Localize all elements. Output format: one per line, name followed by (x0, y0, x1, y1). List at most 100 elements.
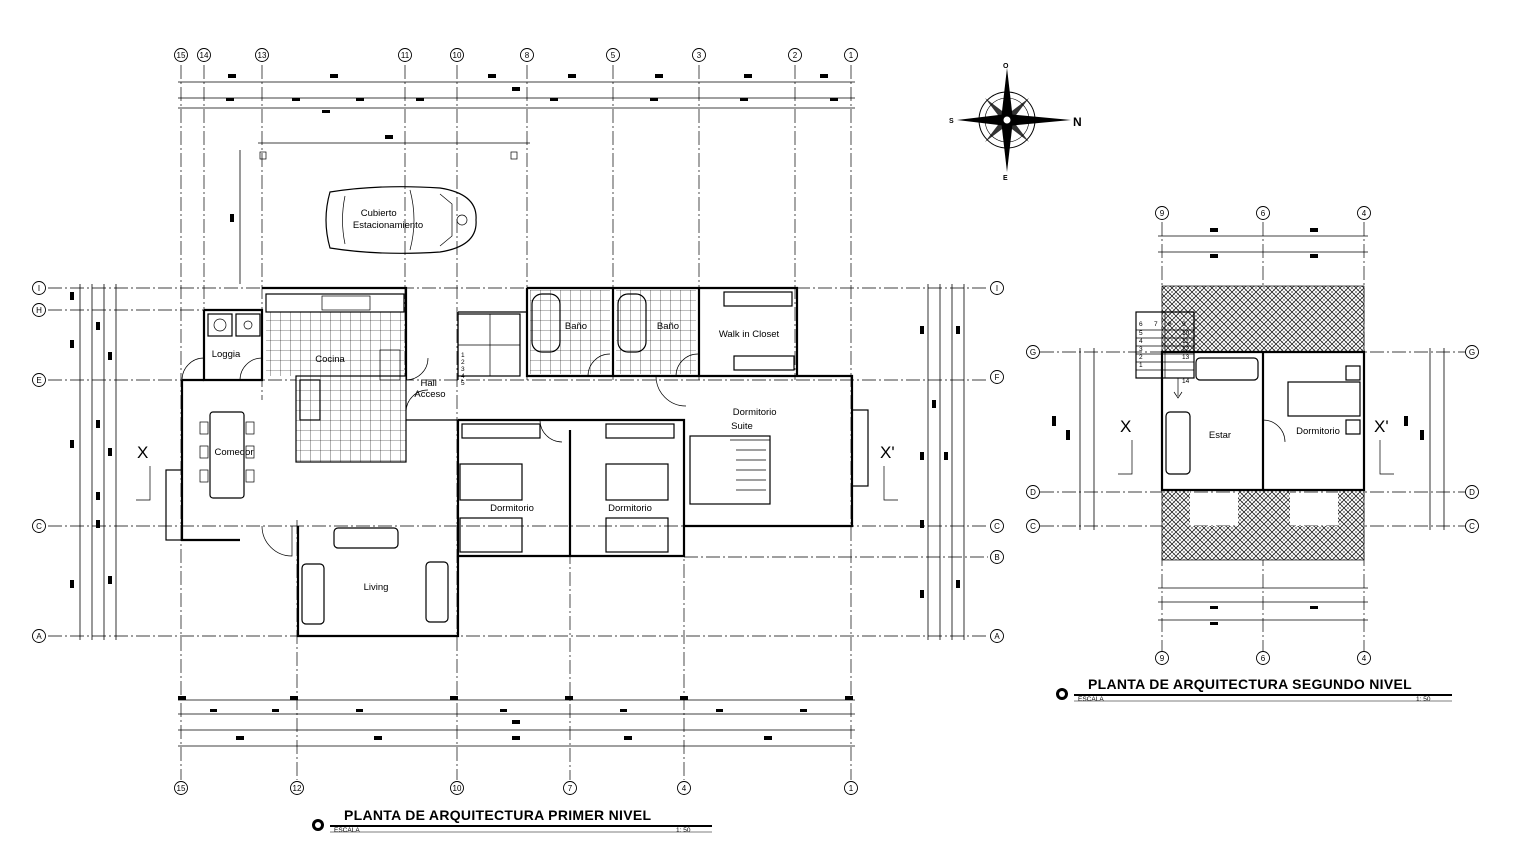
stove-icon (379, 349, 401, 381)
axis-bubble-label: C (1469, 522, 1475, 531)
sofa-icon (425, 561, 449, 623)
stair-step-number: 14 (1182, 378, 1190, 385)
axis-bubble-label: C (994, 522, 1000, 531)
axis-bubble: 10 (450, 48, 464, 62)
stair-step-number: 7 (1154, 321, 1158, 328)
stair-step-number: 4 (1139, 338, 1143, 345)
axis-bubble: G (1465, 345, 1479, 359)
sofa-icon (1165, 411, 1191, 475)
parking-area: Cubierto Estacionamiento (230, 150, 518, 284)
axis-bubble: 11 (398, 48, 412, 62)
washer-icon (207, 313, 233, 337)
axis-bubble-label: 4 (682, 784, 687, 793)
stair-step-number: 13 (1182, 354, 1190, 361)
scale-value: 1: 50 (676, 827, 691, 834)
room-label-estar: Estar (1209, 430, 1231, 441)
axis-bubble: 5 (606, 48, 620, 62)
stair-step-number: 10 (1182, 330, 1190, 337)
compass-rose-icon: N O S E (949, 63, 1082, 182)
axis-bubbles-right: G D C (1465, 345, 1479, 533)
section-marker-right: X' (1374, 417, 1389, 436)
compass-south-label: S (949, 118, 954, 125)
stair-step-number: 9 (1182, 321, 1186, 328)
room-label-parking: Cubierto Estacionamiento (353, 208, 423, 231)
bottom-dimension-chains (178, 696, 855, 747)
compass-west-label: O (1003, 63, 1009, 70)
room-label-cocina: Cocina (315, 354, 345, 365)
stair-step-number: 1 (1139, 362, 1143, 369)
axis-bubble-label: 9 (1160, 209, 1165, 218)
bed-icon (459, 517, 523, 553)
kitchen-counter (265, 293, 405, 313)
sofa-icon (333, 527, 399, 549)
axis-bubble: C (32, 519, 46, 533)
axis-bubble: B (990, 550, 1004, 564)
axis-bubble: C (1465, 519, 1479, 533)
plan-first-level: Cubierto Estacionamiento (32, 48, 1004, 834)
section-marker-right: X' (880, 443, 895, 462)
kitchen-island (299, 379, 321, 421)
axis-bubble: 14 (197, 48, 211, 62)
axis-bubble-label: 13 (258, 51, 267, 60)
bed-icon (605, 517, 669, 553)
sink-icon (321, 295, 371, 311)
axis-bubble-label: 15 (177, 784, 186, 793)
axis-bubble: 1 (844, 781, 858, 795)
axis-bubble-label: 7 (568, 784, 573, 793)
dining-table-icon (209, 411, 245, 499)
axis-bubble-label: C (1030, 522, 1036, 531)
axis-bubble: 4 (677, 781, 691, 795)
bed-icon (459, 463, 523, 501)
axis-bubble-label: 5 (611, 51, 616, 60)
axis-bubble-label: 10 (453, 51, 462, 60)
axis-bubble: 7 (563, 781, 577, 795)
stair-step-number: 12 (1182, 346, 1190, 353)
closet-shelf (733, 355, 795, 371)
axis-bubbles-left: G D C (1026, 345, 1040, 533)
grid-axes-horizontal (48, 287, 988, 637)
room-label-closet: Walk in Closet (719, 329, 780, 340)
axis-bubble: D (1465, 485, 1479, 499)
kitchen-floor (266, 312, 404, 376)
room-label-bano-1: Baño (565, 321, 587, 332)
axis-bubble: 2 (788, 48, 802, 62)
closet-shelf (723, 291, 793, 307)
axis-bubble-label: D (1030, 488, 1036, 497)
compass-east-label: E (1003, 175, 1008, 182)
sofa-icon (301, 563, 325, 625)
axis-bubble-label: 4 (1362, 209, 1367, 218)
room-label-bano-2: Baño (657, 321, 679, 332)
axis-bubble: 6 (1256, 651, 1270, 665)
dryer-icon (235, 313, 261, 337)
axis-bubble: 12 (290, 781, 304, 795)
room-label-dormitorio-1: Dormitorio (490, 503, 534, 514)
axis-bubble: H (32, 303, 46, 317)
axis-bubble: 9 (1155, 651, 1169, 665)
stair-step-number: 2 (1139, 354, 1143, 361)
room-label-dormitorio-2: Dormitorio (608, 503, 652, 514)
bath1-floor (530, 290, 610, 374)
axis-bubble-label: 14 (200, 51, 209, 60)
scale-value: 1: 50 (1416, 696, 1431, 703)
stairs-first-level: 1 2 3 4 5 (457, 313, 521, 387)
stair-step-number: 5 (461, 380, 465, 387)
axis-bubble: F (990, 370, 1004, 384)
axis-bubble-label: 11 (401, 51, 410, 60)
axis-bubble-label: G (1469, 348, 1475, 357)
axis-bubble-label: G (1030, 348, 1036, 357)
title-block-second-level: PLANTA DE ARQUITECTURA SEGUNDO NIVEL ESC… (1056, 676, 1452, 703)
plan-title: PLANTA DE ARQUITECTURA PRIMER NIVEL (344, 807, 651, 823)
axis-bubble-label: 15 (177, 51, 186, 60)
axis-bubble-label: 9 (1160, 654, 1165, 663)
sofa-icon (1195, 357, 1259, 381)
stair-step-number: 6 (1139, 321, 1143, 328)
axis-bubble-label: 1 (849, 784, 854, 793)
grid-axes-horizontal (1040, 351, 1466, 527)
plan-title: PLANTA DE ARQUITECTURA SEGUNDO NIVEL (1088, 676, 1412, 692)
